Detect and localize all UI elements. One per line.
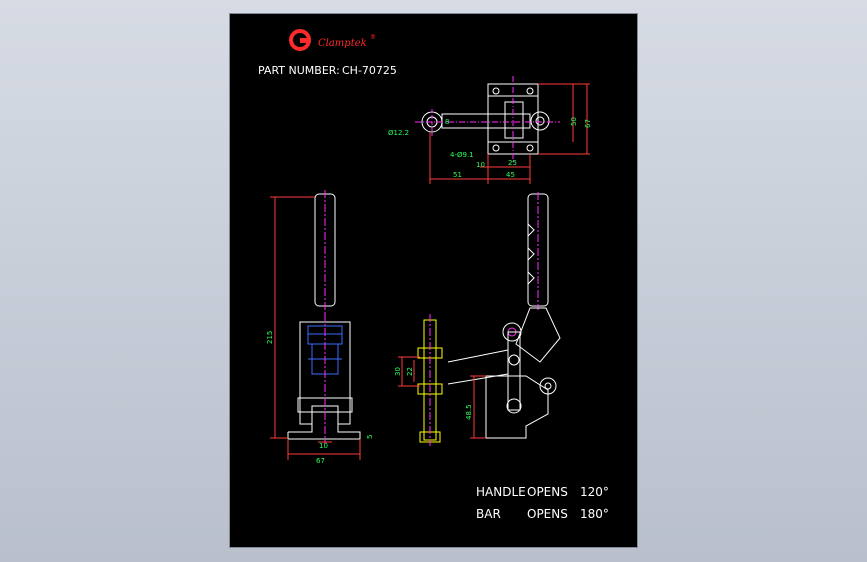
grip-rib [527, 271, 535, 285]
dim-5-front: 5 [366, 435, 374, 439]
dim-22: 22 [406, 367, 414, 376]
drawing-sheet: Clamptek ® PART NUMBER: CH-70725 [229, 13, 638, 548]
top-view: 50 67 Ø12.2 4-Ø9.1 10 25 51 45 8 [388, 76, 592, 184]
side-pivot-inner [544, 382, 552, 390]
part-number-label: PART NUMBER: [258, 64, 340, 77]
mount-hole [492, 87, 500, 95]
dim-holes: 4-Ø9.1 [450, 151, 474, 159]
front-view: 215 67 10 5 [266, 190, 374, 465]
part-number-value: CH-70725 [342, 64, 397, 77]
dim-67-front: 67 [316, 457, 325, 465]
dim-30: 30 [394, 367, 402, 376]
spec-bar-name: BAR [476, 507, 501, 521]
dim-215: 215 [266, 331, 274, 344]
clamptek-logo: Clamptek ® [289, 29, 376, 51]
grip-rib [527, 247, 535, 261]
clamp-arm [447, 373, 509, 385]
logo-registered: ® [370, 34, 376, 41]
link-pivot [502, 322, 522, 342]
side-body [485, 375, 549, 439]
grip-rib [527, 223, 535, 237]
cad-drawing: Clamptek ® PART NUMBER: CH-70725 [258, 29, 609, 521]
dim-48-5: 48.5 [465, 404, 473, 420]
mount-hole [526, 144, 534, 152]
logo-text: Clamptek [318, 38, 367, 49]
clamp-arm [447, 349, 509, 363]
side-link-bar [507, 331, 521, 411]
dim-51: 51 [453, 171, 462, 179]
dim-hole-dia: Ø12.2 [388, 129, 409, 137]
top-arm [441, 113, 531, 129]
spec-bar-verb: OPENS [527, 507, 568, 521]
mount-hole [526, 87, 534, 95]
front-body [299, 321, 351, 425]
dim-25: 25 [508, 159, 517, 167]
dim-10-front: 10 [319, 442, 328, 450]
spec-handle-angle: 120° [580, 485, 609, 499]
top-pivot-inner [535, 116, 545, 126]
top-handle-block [504, 101, 524, 139]
link-pin [506, 398, 522, 414]
dim-8: 8 [445, 118, 449, 126]
dim-50: 50 [570, 117, 578, 126]
dim-67: 67 [584, 119, 592, 128]
side-view: 30 22 48.5 [394, 192, 561, 446]
specs-table: HANDLE OPENS 120° BAR OPENS 180° [476, 485, 609, 521]
dim-10: 10 [476, 161, 485, 169]
dim-45: 45 [506, 171, 515, 179]
top-pivot [530, 111, 550, 131]
spec-handle-verb: OPENS [527, 485, 568, 499]
logo-g-bar [300, 38, 310, 43]
spec-handle-name: HANDLE [476, 485, 526, 499]
mount-hole [492, 144, 500, 152]
side-linkage [515, 307, 561, 363]
spec-bar-angle: 180° [580, 507, 609, 521]
link-pin [508, 354, 520, 366]
side-pivot [539, 377, 557, 395]
front-base [287, 411, 361, 440]
